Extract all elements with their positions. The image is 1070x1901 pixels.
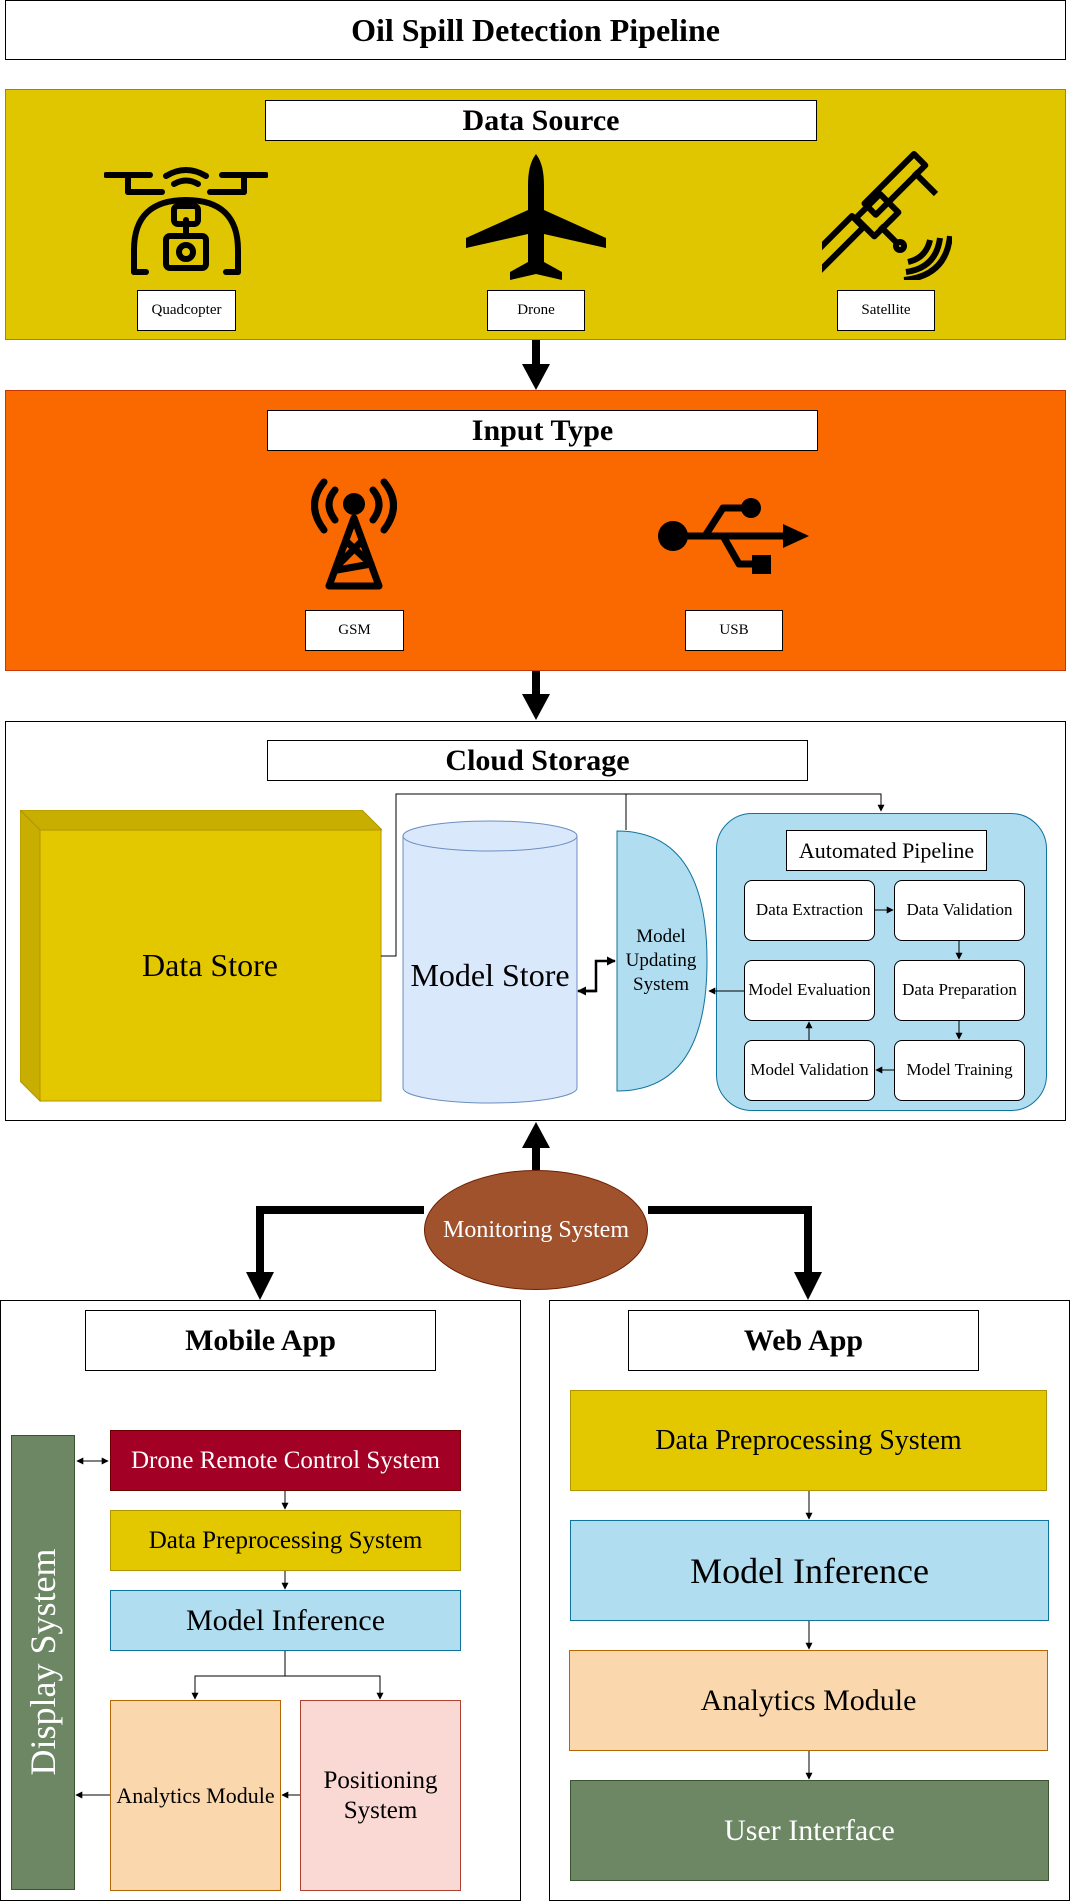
- pipeline-step-text: Data Preparation: [902, 980, 1017, 1000]
- pipeline-step-text: Data Validation: [906, 900, 1013, 920]
- satellite-label-text: Satellite: [861, 302, 911, 318]
- data-store-label: Data Store: [40, 830, 380, 1100]
- user-interface-text: User Interface: [724, 1813, 895, 1847]
- input-type-heading: Input Type: [267, 410, 818, 451]
- pipeline-step-data-preparation: Data Preparation: [894, 960, 1025, 1021]
- positioning-system-box: Positioning System: [300, 1700, 461, 1891]
- monitoring-system-text: Monitoring System: [442, 1216, 629, 1243]
- pipeline-step-text: Model Validation: [750, 1060, 869, 1080]
- display-system-bar: [11, 1435, 75, 1890]
- data-source-label-satellite: Satellite: [837, 290, 935, 331]
- page-title: Oil Spill Detection Pipeline: [5, 0, 1066, 60]
- model-updating-label: Model Updating System: [616, 830, 706, 1092]
- web-preprocessing-box: Data Preprocessing System: [570, 1390, 1047, 1491]
- web-analytics-text: Analytics Module: [700, 1683, 917, 1717]
- web-app-heading: Web App: [628, 1310, 979, 1371]
- user-interface-box: User Interface: [570, 1780, 1049, 1881]
- antenna-tower-icon: [311, 478, 397, 590]
- quadcopter-label-text: Quadcopter: [151, 302, 222, 318]
- mobile-analytics-box: Analytics Module: [110, 1700, 281, 1891]
- input-type-label-gsm: GSM: [305, 610, 404, 651]
- input-type-heading-text: Input Type: [471, 413, 614, 447]
- model-store-label-text: Model Store: [410, 956, 570, 993]
- positioning-system-text: Positioning System: [323, 1766, 438, 1824]
- drone-remote-control-box: Drone Remote Control System: [110, 1430, 461, 1491]
- satellite-icon: [822, 151, 952, 280]
- quadcopter-icon: [104, 167, 268, 275]
- display-system-label: Display System: [11, 1435, 75, 1889]
- display-system-text: Display System: [23, 1548, 63, 1776]
- model-updating-label-text: Model Updating System: [625, 926, 697, 995]
- pipeline-step-model-training: Model Training: [894, 1040, 1025, 1101]
- mobile-app-heading-text: Mobile App: [185, 1323, 336, 1357]
- usb-label-text: USB: [719, 622, 749, 638]
- pipeline-step-model-evaluation: Model Evaluation: [744, 960, 875, 1021]
- data-store-box: [20, 810, 382, 1102]
- model-store-label: Model Store: [402, 850, 578, 1100]
- automated-pipeline-heading: Automated Pipeline: [786, 830, 987, 871]
- pipeline-step-text: Model Evaluation: [748, 980, 871, 1000]
- input-type-label-usb: USB: [685, 610, 783, 651]
- pipeline-step-data-extraction: Data Extraction: [744, 880, 875, 941]
- data-source-label-drone: Drone: [487, 290, 585, 331]
- pipeline-step-text: Data Extraction: [755, 900, 864, 920]
- mobile-inference-box: Model Inference: [110, 1590, 461, 1651]
- pipeline-step-model-validation: Model Validation: [744, 1040, 875, 1101]
- data-source-heading-text: Data Source: [462, 103, 620, 137]
- cloud-storage-heading: Cloud Storage: [267, 740, 808, 781]
- monitoring-system-node: Monitoring System: [424, 1170, 648, 1290]
- mobile-preprocessing-box: Data Preprocessing System: [110, 1510, 461, 1571]
- gsm-label-text: GSM: [338, 622, 371, 638]
- drone-remote-control-text: Drone Remote Control System: [131, 1446, 440, 1474]
- cloud-storage-heading-text: Cloud Storage: [445, 743, 630, 777]
- web-app-heading-text: Web App: [743, 1323, 864, 1357]
- data-source-label-quadcopter: Quadcopter: [137, 290, 236, 331]
- data-store-label-text: Data Store: [142, 946, 278, 983]
- pipeline-step-text: Model Training: [906, 1060, 1013, 1080]
- drone-label-text: Drone: [517, 302, 555, 318]
- page-title-text: Oil Spill Detection Pipeline: [351, 11, 720, 48]
- web-preprocessing-text: Data Preprocessing System: [655, 1424, 962, 1456]
- web-analytics-box: Analytics Module: [569, 1650, 1048, 1751]
- airplane-icon: [466, 154, 606, 280]
- mobile-inference-text: Model Inference: [185, 1603, 386, 1637]
- mobile-app-heading: Mobile App: [85, 1310, 436, 1371]
- web-inference-text: Model Inference: [690, 1550, 929, 1591]
- automated-pipeline-heading-text: Automated Pipeline: [798, 837, 975, 863]
- pipeline-step-data-validation: Data Validation: [894, 880, 1025, 941]
- data-source-heading: Data Source: [265, 100, 817, 141]
- mobile-analytics-text: Analytics Module: [116, 1782, 275, 1808]
- mobile-preprocessing-text: Data Preprocessing System: [148, 1526, 423, 1554]
- web-inference-box: Model Inference: [570, 1520, 1049, 1621]
- usb-icon: [658, 498, 809, 574]
